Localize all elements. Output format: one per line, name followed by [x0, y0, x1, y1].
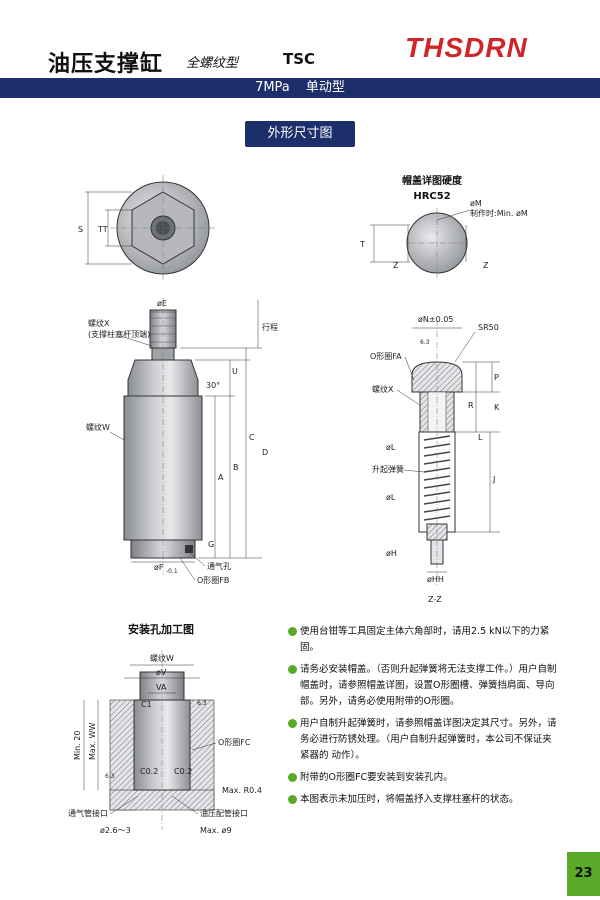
install-r04: Max. R0.4	[222, 786, 262, 795]
label-thread-x-section: 螺纹X	[372, 384, 394, 394]
install-d26: ø2.6～3	[100, 826, 131, 835]
dim-z-right: Z	[483, 261, 489, 270]
dim-p: P	[494, 373, 499, 382]
label-z-z: Z-Z	[428, 595, 442, 604]
note-item: 使用台钳等工具固定主体六角部时，请用2.5 kN以下的力紧固。	[288, 624, 558, 656]
dim-sr: SR50	[478, 323, 499, 332]
section-button-dimensions[interactable]: 外形尺寸图	[245, 121, 355, 147]
dim-stroke: 行程	[262, 322, 278, 332]
dim-b: B	[233, 463, 239, 472]
label-spring: 升起弹簧	[372, 464, 404, 474]
note-item: 本图表示未加压时，将帽盖抒入支撑柱塞杆的状态。	[288, 792, 558, 808]
note-item: 请务必安装帽盖。（否则升起弹簧将无法支撑工件。）用户自制帽盖时，请参照帽盖详图，…	[288, 662, 558, 710]
label-thread-x-note: (支撑柱塞杆顶端)	[88, 329, 150, 339]
dim-s: S	[78, 225, 83, 234]
action-label: 单动型	[305, 80, 345, 95]
dim-hh: øHH	[427, 575, 444, 584]
dim-c: C	[249, 433, 255, 442]
dim-f: øF	[154, 563, 164, 572]
spec-bar-text: 7MPa 单动型	[0, 78, 600, 98]
install-c1: C1	[141, 700, 152, 709]
install-rough1: 6.3	[197, 700, 207, 707]
install-c02b: C0.2	[174, 767, 192, 776]
install-thread-w: 螺纹W	[150, 653, 174, 663]
dim-m-note: 制作时:Min. øM	[470, 208, 528, 218]
cap-detail-title: 帽盖详图硬度HRC52	[402, 176, 462, 202]
notes-list: 使用台钳等工具固定主体六角部时，请用2.5 kN以下的力紧固。 请务必安装帽盖。…	[288, 624, 558, 814]
install-va: VA	[156, 683, 167, 692]
pressure-label: 7MPa	[255, 80, 290, 95]
roughness-section: 6.3	[420, 339, 430, 346]
dim-z-left: Z	[393, 261, 399, 270]
page-subtitle: 全螺纹型	[186, 56, 239, 71]
dim-l: L	[478, 433, 483, 442]
dim-h: øH	[386, 549, 397, 558]
dim-n: øN±0.05	[418, 315, 453, 324]
install-oil-port: 油压配管接口	[200, 808, 248, 818]
install-v: øV	[156, 668, 167, 677]
label-vent: 通气孔	[207, 561, 231, 571]
dim-j: J	[492, 475, 495, 484]
page-title: 油压支撑缸	[48, 52, 164, 77]
brand-logo: THSDRN	[405, 32, 528, 63]
label-thread-w: 螺纹W	[86, 422, 110, 432]
page-number: 23	[567, 852, 600, 896]
dim-k: K	[494, 403, 500, 412]
install-c02a: C0.2	[140, 767, 158, 776]
label-oring-fb: O形圈FB	[197, 576, 229, 585]
note-item: 用户自制升起弹簧时，请参照帽盖详图决定其尺寸。另外，请务必进行防锈处理。（用户自…	[288, 716, 558, 764]
dim-f-tol: -0.1	[166, 568, 178, 575]
install-max9: Max. ø9	[200, 826, 232, 835]
dim-phi-l-2: øL	[386, 493, 396, 502]
top-view: S TT	[78, 175, 216, 282]
dim-r: R	[468, 401, 474, 410]
dim-d: D	[262, 448, 268, 457]
label-oring-fa: O形圈FA	[370, 352, 402, 361]
dim-m: øM	[470, 199, 482, 208]
install-title: 安装孔加工图	[128, 623, 194, 636]
dim-a: A	[218, 473, 224, 482]
label-thread-x: 螺纹X	[88, 318, 110, 328]
note-item: 附带的O形圈FC要安装到安装孔内。	[288, 770, 558, 786]
dim-u: U	[232, 367, 238, 376]
install-vent-port: 通气管接口	[68, 808, 108, 818]
section-view: øN±0.05 SR50 O形圈FA 6.3 螺纹X P R K L J øL …	[370, 315, 500, 604]
main-view: øE 行程 U 30° A B C D G 螺纹X (支撑柱塞杆顶端) 螺纹W …	[86, 298, 278, 585]
dim-phi-l-1: øL	[386, 443, 396, 452]
dim-e: øE	[157, 299, 167, 308]
spec-bar	[0, 78, 600, 98]
cap-detail: øM 制作时:Min. øM T Z Z	[359, 199, 528, 278]
install-min20: Min. 20	[73, 731, 82, 760]
dim-tt: TT	[97, 225, 108, 234]
install-oring-fc: O形圈FC	[218, 738, 251, 747]
install-drawing: 螺纹W øV VA C1 6.3 O形圈FC Min. 20 Max. WW 6…	[68, 650, 262, 835]
dim-angle: 30°	[206, 381, 220, 390]
dim-t: T	[359, 240, 365, 249]
install-maxww: Max. WW	[88, 722, 97, 760]
dim-g: G	[208, 540, 214, 549]
model-code: TSC	[283, 50, 316, 68]
install-rough2: 6.3	[105, 773, 115, 780]
